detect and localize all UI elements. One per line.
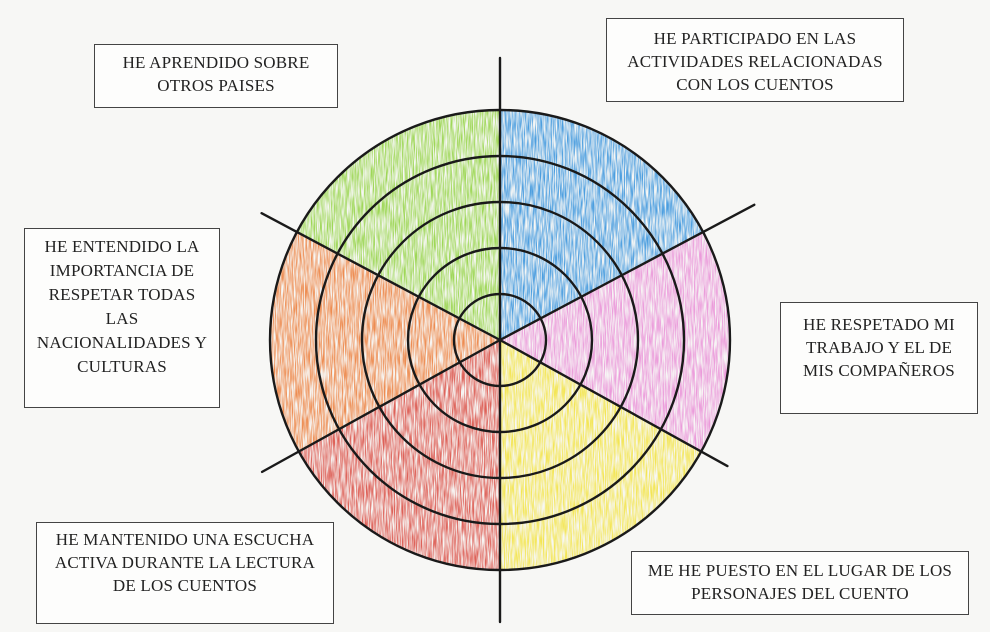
wheel-spoke — [260, 338, 502, 474]
segment-label-actividades: HE PARTICIPADO EN LAS ACTIVIDADES RELACI… — [606, 18, 904, 102]
segment-fill — [296, 110, 500, 340]
segment-label-nacionalidades: HE ENTENDIDO LA IMPORTANCIA DE RESPETAR … — [24, 228, 220, 408]
wheel-spoke — [498, 338, 729, 468]
wheel-spoke — [498, 203, 756, 342]
segment-label-otros-paises: HE APRENDIDO SOBRE OTROS PAISES — [94, 44, 338, 108]
segment-fill — [500, 232, 730, 452]
segment-label-respeto-trabajo: HE RESPETADO MI TRABAJO Y EL DE MIS COMP… — [780, 302, 978, 414]
segment-label-escucha-activa: HE MANTENIDO UNA ESCUCHA ACTIVA DURANTE … — [36, 522, 334, 624]
segment-label-personajes: ME HE PUESTO EN EL LUGAR DE LOS PERSONAJ… — [631, 551, 969, 615]
segment-fill — [269, 232, 500, 452]
wheel-spoke — [260, 212, 502, 342]
segment-fill — [500, 110, 704, 340]
